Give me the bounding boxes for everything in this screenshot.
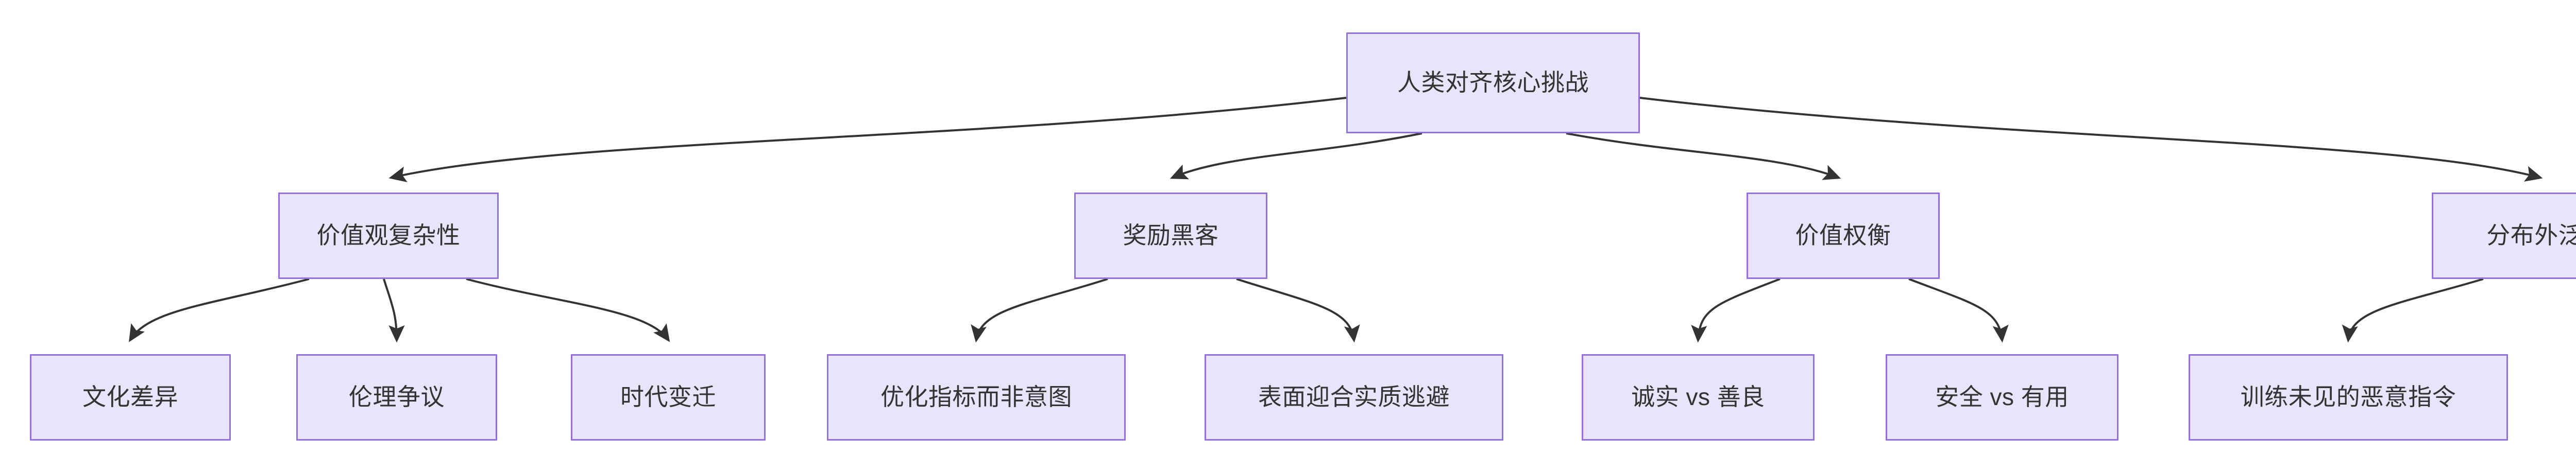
edge-root-to-branch-3	[1566, 132, 1841, 180]
node-branch-reward-hacking[interactable]: 奖励黑客	[1074, 193, 1267, 279]
edge-branch-3-to-leaf-3-2	[1908, 278, 2009, 343]
node-leaf-1-3-label: 时代变迁	[620, 383, 716, 411]
node-leaf-1-2-label: 伦理争议	[349, 383, 445, 411]
node-branch-2-label: 奖励黑客	[1123, 222, 1219, 249]
edge-branch-2-to-leaf-2-2	[1236, 278, 1360, 343]
node-root-label: 人类对齐核心挑战	[1397, 69, 1589, 96]
node-branch-1-label: 价值观复杂性	[316, 222, 461, 249]
node-leaf-1-1-label: 文化差异	[82, 383, 178, 411]
node-leaf-4-1-label: 训练未见的恶意指令	[2240, 383, 2456, 411]
edge-branch-1-to-leaf-1-3	[466, 278, 670, 342]
node-branch-3-label: 价值权衡	[1795, 222, 1891, 249]
node-branch-value-tradeoff[interactable]: 价值权衡	[1747, 193, 1940, 279]
node-leaf-optimize-metric-not-intent[interactable]: 优化指标而非意图	[827, 354, 1126, 441]
edge-root-to-branch-2	[1170, 132, 1422, 180]
node-leaf-surface-compliance-evasion[interactable]: 表面迎合实质逃避	[1205, 354, 1503, 441]
edge-branch-1-to-leaf-1-1	[129, 278, 310, 342]
node-leaf-2-1-label: 优化指标而非意图	[880, 383, 1072, 411]
node-leaf-ethical-controversy[interactable]: 伦理争议	[296, 354, 497, 441]
edge-branch-2-to-leaf-2-1	[971, 278, 1108, 343]
node-root[interactable]: 人类对齐核心挑战	[1346, 32, 1640, 133]
node-branch-value-complexity[interactable]: 价值观复杂性	[278, 193, 499, 279]
node-leaf-3-1-label: 诚实 vs 善良	[1631, 383, 1765, 411]
node-branch-ood-generalization[interactable]: 分布外泛化	[2432, 193, 2576, 279]
edge-branch-1-to-leaf-1-2	[383, 278, 405, 343]
node-leaf-era-change[interactable]: 时代变迁	[571, 354, 766, 441]
edge-branch-4-to-leaf-4-1	[2342, 278, 2484, 343]
node-leaf-3-2-label: 安全 vs 有用	[1935, 383, 2069, 411]
edge-root-to-branch-4	[1639, 97, 2543, 182]
node-leaf-2-2-label: 表面迎合实质逃避	[1258, 383, 1450, 411]
node-branch-4-label: 分布外泛化	[2486, 222, 2576, 249]
edge-branch-3-to-leaf-3-1	[1691, 278, 1781, 343]
node-leaf-safety-vs-helpfulness[interactable]: 安全 vs 有用	[1886, 354, 2119, 441]
node-leaf-honesty-vs-kindness[interactable]: 诚实 vs 善良	[1582, 354, 1815, 441]
node-leaf-unseen-malicious-instructions[interactable]: 训练未见的恶意指令	[2189, 354, 2508, 441]
node-leaf-cultural-difference[interactable]: 文化差异	[30, 354, 231, 441]
edge-root-to-branch-1	[388, 97, 1347, 183]
